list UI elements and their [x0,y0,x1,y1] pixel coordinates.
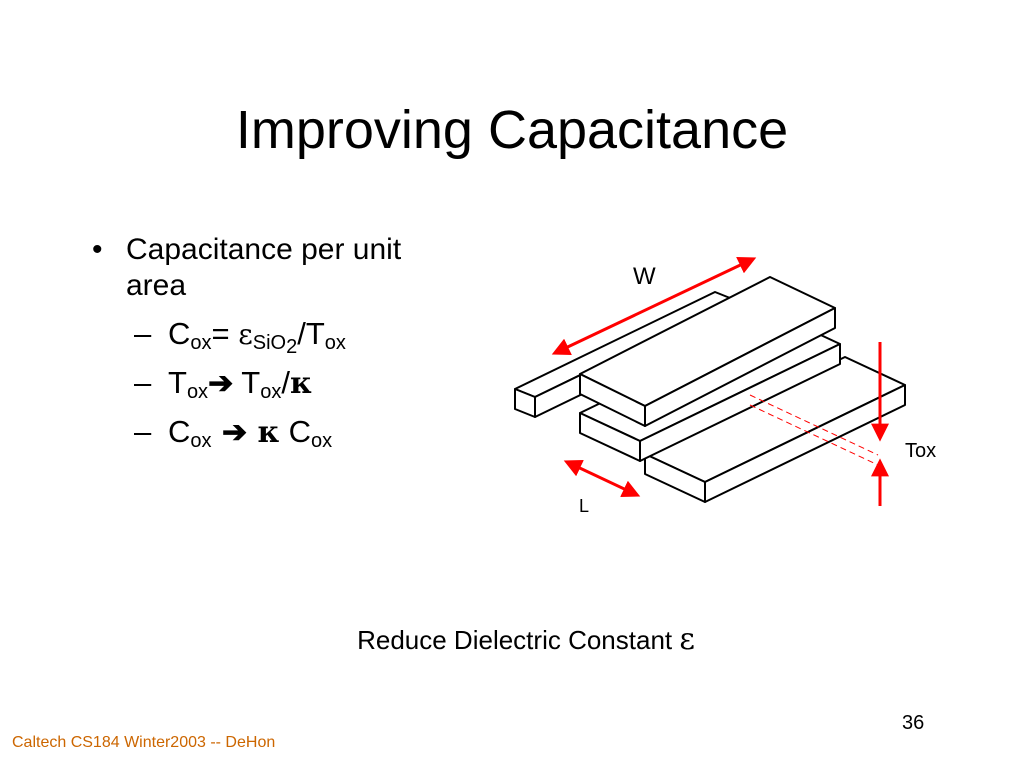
dash-marker: – [134,414,152,449]
label-w: W [633,263,656,290]
cox-c2: C [280,414,312,449]
cox-subscript: ox [190,430,212,452]
page-number: 36 [902,712,925,734]
dash-marker: – [134,316,152,351]
tox-guide-lines [749,394,879,466]
sio-two-subscript: 2 [286,336,298,358]
bullet-marker: • [92,233,103,266]
sub-bullet-cox-scaling: – Cox ➔ κ Cox [112,414,512,451]
tox-subscript: ox [324,332,346,354]
caption: Reduce Dielectric Constant ε [0,624,1024,656]
cox-subscript-2: ox [311,430,333,452]
footer-text: Caltech CS184 Winter2003 -- DeHon [12,734,276,751]
plate-right [644,356,906,503]
sio-subscript: SiO [252,332,287,354]
cox-subscript: ox [190,332,212,354]
caption-epsilon-symbol: ε [679,622,695,657]
caption-text: Reduce Dielectric Constant [357,625,680,655]
tox-t: T [168,365,187,400]
label-tox: Tox [905,440,936,462]
bullet-text-line2: area [126,269,187,302]
label-l: L [579,496,589,516]
capacitor-plates-diagram: W L Tox [514,257,936,516]
kappa-symbol: κ [257,415,281,450]
kappa-symbol: κ [289,366,313,401]
bullet-text-line1: Capacitance per unit [126,233,402,266]
equals-sign: = [211,316,230,351]
cox-c: C [168,414,191,449]
w-dimension-arrow [551,257,757,355]
slash-t: /T [297,316,325,351]
dash-marker: – [134,365,152,400]
sub-bullet-cox-formula: – Cox= εSiO2/Tox [112,316,512,357]
epsilon-symbol: ε [238,318,253,351]
right-arrow-icon: ➔ [208,366,234,401]
bullet-item: • Capacitance per unit area [92,232,512,304]
l-dimension-arrow [563,459,641,498]
tox-subscript: ox [186,381,209,403]
sub-bullet-tox-scaling: – Tox➔ Tox/κ [112,365,512,402]
tox-subscript-2: ox [260,381,282,403]
tox-t2: T [233,365,261,400]
cox-c: C [168,316,191,351]
right-arrow-icon: ➔ [211,415,258,450]
slide-title: Improving Capacitance [235,100,789,160]
bullet-list: • Capacitance per unit area – Cox= εSiO2… [92,232,512,451]
slash: / [281,365,290,400]
